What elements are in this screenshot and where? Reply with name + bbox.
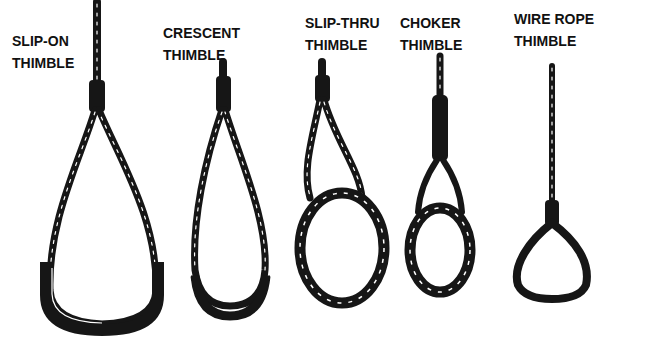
- slip-on-thimble-figure: [46, 2, 158, 330]
- wire-rope: [549, 66, 555, 202]
- part-label: SLIP-THRU THIMBLE: [305, 12, 397, 56]
- rope-eye: [195, 110, 266, 306]
- part-label: WIRE ROPE THIMBLE: [514, 8, 626, 52]
- part-label: CRESCENT THIMBLE: [163, 22, 253, 66]
- part-label: SLIP-ON THIMBLE: [12, 30, 92, 74]
- ferrule: [216, 76, 231, 112]
- wire-rope: [437, 56, 444, 96]
- slip-thru-thimble-figure: [300, 62, 384, 303]
- rope-eye: [307, 100, 362, 198]
- slip-thru-thimble: [300, 193, 384, 303]
- slip-on-thimble: [46, 262, 158, 330]
- thimble-tab: [191, 276, 270, 281]
- rope-strand: [195, 112, 266, 270]
- thimble-texture: [300, 193, 384, 303]
- rope-strand: [307, 102, 362, 196]
- rope-strand: [439, 58, 440, 94]
- crescent-thimble: [195, 276, 266, 316]
- thimble-texture: [410, 208, 470, 292]
- wire-rope: [318, 62, 326, 77]
- rope-eye: [50, 110, 156, 324]
- wire-rope-thimble-figure: [517, 66, 587, 299]
- wire-rope: [219, 62, 227, 78]
- ferrule: [432, 95, 448, 161]
- thimble-highlight: [52, 268, 102, 323]
- rope-strand: [551, 68, 552, 200]
- rope-strand: [96, 4, 97, 80]
- choker-thimble-figure: [410, 56, 470, 292]
- part-label: CHOKER THIMBLE: [400, 12, 474, 56]
- crescent-thimble-figure: [191, 62, 270, 316]
- rope-strand: [50, 112, 156, 290]
- wire-rope-thimble: [517, 223, 587, 299]
- choker-thimble: [410, 208, 470, 292]
- wire-rope: [93, 2, 101, 82]
